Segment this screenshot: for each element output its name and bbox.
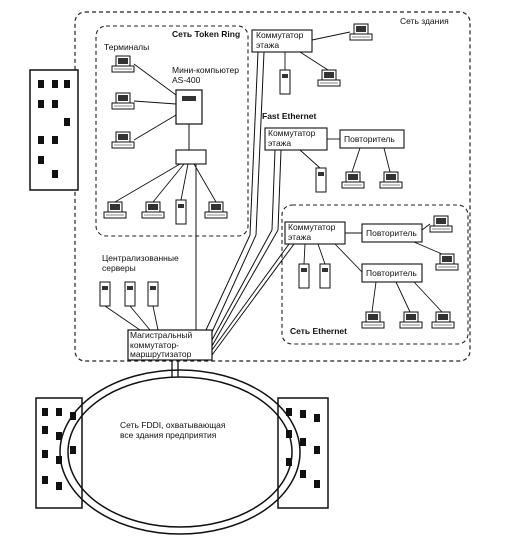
server-icon <box>315 167 327 193</box>
repeater-2-label: Повторитель <box>366 228 417 238</box>
centralized-servers-label: Централизованные серверы <box>102 253 179 273</box>
workstation-icon <box>379 171 403 189</box>
fddi-label: Сеть FDDI, охватывающая все здания предп… <box>120 420 226 440</box>
server-icon <box>147 281 159 307</box>
ethernet-boundary <box>281 204 469 345</box>
server-icon <box>99 281 111 307</box>
token-ring-label: Сеть Token Ring <box>172 29 241 39</box>
repeater-1-label: Повторитель <box>344 134 395 144</box>
workstation-icon <box>399 311 423 329</box>
workstation-icon <box>204 201 228 219</box>
mainframe-icon <box>175 89 203 125</box>
workstation-icon <box>435 253 459 271</box>
floor-switch-3-label: Коммутатор этажа <box>288 222 336 242</box>
floor-switch-1-label: Коммутатор этажа <box>256 30 304 50</box>
ethernet-label: Сеть Ethernet <box>290 326 347 336</box>
workstation-icon <box>349 23 373 41</box>
repeater-3-label: Повторитель <box>366 268 417 278</box>
terminals-label: Терминалы <box>104 42 150 52</box>
server-icon <box>175 199 187 225</box>
building-network-label: Сеть здания <box>400 16 449 26</box>
minicomputer-label: Мини-компьютер AS-400 <box>172 65 239 85</box>
repeater-3-box <box>361 263 423 283</box>
workstation-icon <box>111 92 135 110</box>
server-icon <box>279 69 291 95</box>
workstation-icon <box>103 201 127 219</box>
fddi-ring-inner <box>67 376 293 528</box>
building-icon <box>29 69 79 191</box>
fddi-ring-outer <box>59 369 301 535</box>
fast-ethernet-label: Fast Ethernet <box>262 111 317 121</box>
hub-icon <box>175 149 207 165</box>
workstation-icon <box>317 69 341 87</box>
workstation-icon <box>431 311 455 329</box>
floor-switch-2-label: Коммутатор этажа <box>268 128 316 148</box>
server-icon <box>298 263 310 289</box>
workstation-icon <box>111 131 135 149</box>
server-icon <box>124 281 136 307</box>
token-ring-boundary <box>95 25 249 237</box>
workstation-icon <box>361 311 385 329</box>
server-icon <box>319 263 331 289</box>
workstation-icon <box>341 171 365 189</box>
workstation-icon <box>111 55 135 73</box>
backbone-router-label: Магистральный коммутатор-маршрутизатор <box>130 330 193 359</box>
floor-switch-1-box <box>251 29 313 53</box>
workstation-icon <box>429 215 453 233</box>
workstation-icon <box>141 201 165 219</box>
